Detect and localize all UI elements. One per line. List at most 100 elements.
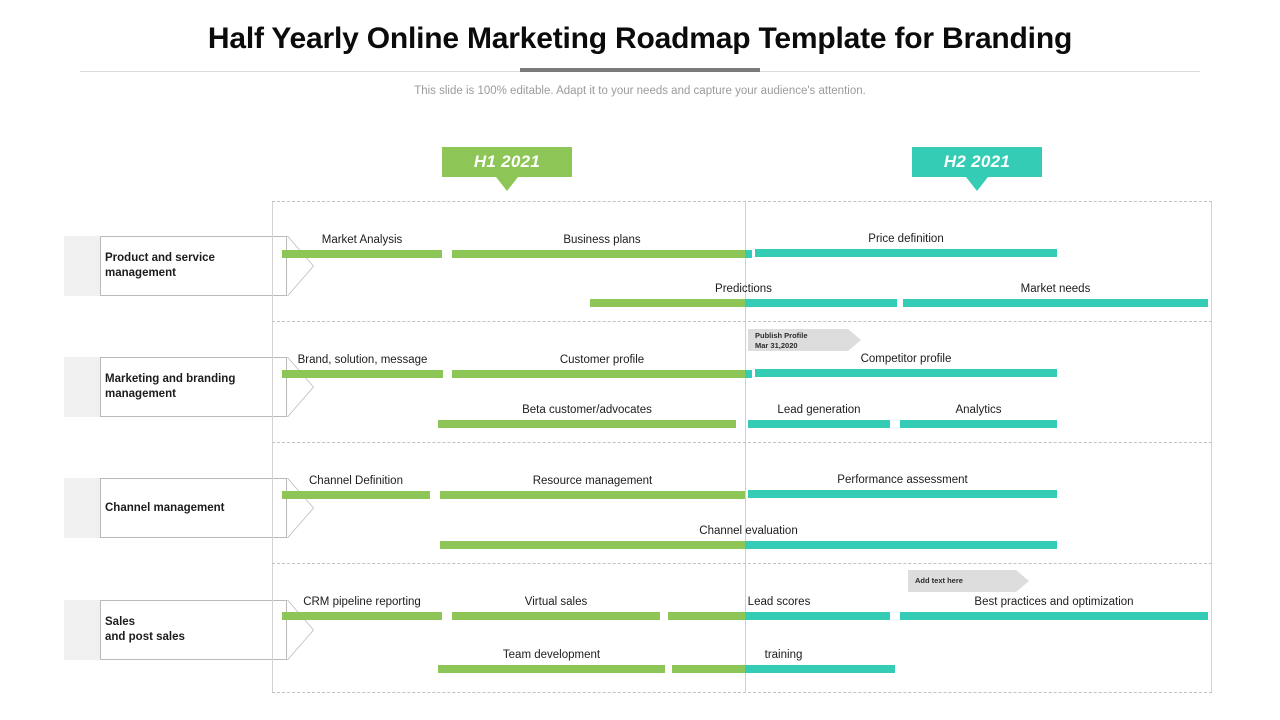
gantt-bar-label: Best practices and optimization [974,596,1134,608]
gantt-bar[interactable] [672,665,895,673]
gantt-bar-segment [745,299,897,307]
gantt-bar-label: Beta customer/advocates [522,404,652,416]
roadmap-timeline-panel: Market Analysis Business plans Price defin… [272,201,1212,693]
gantt-bar-segment [745,612,890,620]
phase-badge-h1[interactable]: H1 2021 [442,147,572,191]
category-label: Sales and post sales [105,616,185,643]
gantt-bar-label: CRM pipeline reporting [303,596,421,608]
gantt-bar[interactable] [438,420,736,428]
panel-right-border [1211,201,1212,693]
phase-badge-h1-arrow-icon [496,177,518,191]
gantt-bar[interactable] [452,370,752,378]
gantt-bar-segment [452,612,660,620]
milestone-flag[interactable]: Publish Profile Mar 31,2020 [748,329,861,351]
category-stub [64,357,100,417]
gantt-bar-label: Price definition [868,233,944,245]
gantt-bar-label: Channel evaluation [699,525,798,537]
gantt-bar-label: training [764,649,803,661]
gantt-bar-segment [452,370,745,378]
category-chevron-icon [287,600,313,660]
gantt-bar[interactable] [590,299,897,307]
gantt-bar-label: Lead generation [777,404,861,416]
gantt-bar-segment [900,420,1057,428]
gantt-bar-segment [590,299,745,307]
gantt-bar-label: Team development [502,649,601,661]
gantt-bar-segment [745,665,895,673]
gantt-bar-label: Channel Definition [309,475,403,487]
gantt-bar[interactable] [282,370,443,378]
category-stub [64,600,100,660]
category-chevron-icon [287,357,313,417]
gantt-bar[interactable] [748,420,890,428]
gantt-bar[interactable] [452,250,752,258]
gantt-bar-segment [755,249,1057,257]
row-divider [272,442,1212,443]
gantt-bar-segment [282,370,443,378]
gantt-bar-segment [748,490,1057,498]
gantt-bar-segment [748,420,890,428]
milestone-flag-label: Publish Profile Mar 31,2020 [755,331,808,350]
gantt-bar-label: Customer profile [559,354,645,366]
gantt-bar-segment [672,665,745,673]
gantt-bar-segment [745,370,752,378]
category-body: Sales and post sales [100,600,288,660]
category-label: Product and service management [105,252,215,279]
category-body: Product and service management [100,236,288,296]
gantt-bar-segment [668,612,745,620]
phase-badge-h2[interactable]: H2 2021 [912,147,1042,191]
gantt-bar-label: Business plans [563,234,641,246]
category-body: Marketing and branding management [100,357,288,417]
title-accent-bar [520,68,760,72]
gantt-bar-label: Predictions [715,283,772,295]
gantt-bar[interactable] [900,420,1057,428]
row-divider [272,692,1212,693]
gantt-bar-segment [282,612,442,620]
gantt-bar[interactable] [903,299,1208,307]
gantt-bar[interactable] [748,490,1057,498]
gantt-bar[interactable] [668,612,890,620]
gantt-bar-label: Resource management [532,475,653,487]
gantt-bar[interactable] [755,249,1057,257]
gantt-bar-label: Brand, solution, message [297,354,428,366]
page-title: Half Yearly Online Marketing Roadmap Tem… [207,22,1073,55]
gantt-bar-label: Competitor profile [860,353,952,365]
row-divider [272,321,1212,322]
gantt-bar-label: Analytics [955,404,1002,416]
milestone-flag-label: Add text here [915,576,963,585]
category-label: Channel management [105,501,225,514]
category-stub [64,236,100,296]
phase-badge-h1-label: H1 2021 [442,147,572,177]
gantt-bar[interactable] [282,612,442,620]
gantt-bar[interactable] [440,541,1057,549]
gantt-bar[interactable] [282,491,430,499]
gantt-bar-segment [745,250,752,258]
gantt-bar-segment [755,369,1057,377]
gantt-bar[interactable] [438,665,665,673]
category-label: Marketing and branding management [105,373,236,400]
gantt-bar-segment [440,541,745,549]
milestone-flag-arrow-icon [1016,570,1029,592]
gantt-bar-segment [452,250,745,258]
page-subtitle: This slide is 100% editable. Adapt it to… [414,85,866,97]
gantt-bar-segment [903,299,1208,307]
row-divider [272,201,1212,202]
gantt-bar[interactable] [452,612,660,620]
gantt-bar[interactable] [282,250,442,258]
milestone-flag-body [908,570,1016,592]
gantt-bar-label: Lead scores [747,596,811,608]
row-divider [272,563,1212,564]
gantt-bar-label: Market Analysis [321,234,403,246]
category-body: Channel management [100,478,288,538]
gantt-bar[interactable] [440,491,745,499]
milestone-flag[interactable]: Add text here [908,570,1029,592]
phase-badge-h2-arrow-icon [966,177,988,191]
gantt-bar-segment [438,420,736,428]
gantt-bar-segment [440,491,745,499]
gantt-bar-label: Virtual sales [524,596,588,608]
phase-split-divider [745,201,746,693]
gantt-bar[interactable] [755,369,1057,377]
phase-badge-h2-label: H2 2021 [912,147,1042,177]
gantt-bar[interactable] [900,612,1208,620]
milestone-flag-body [748,329,848,351]
